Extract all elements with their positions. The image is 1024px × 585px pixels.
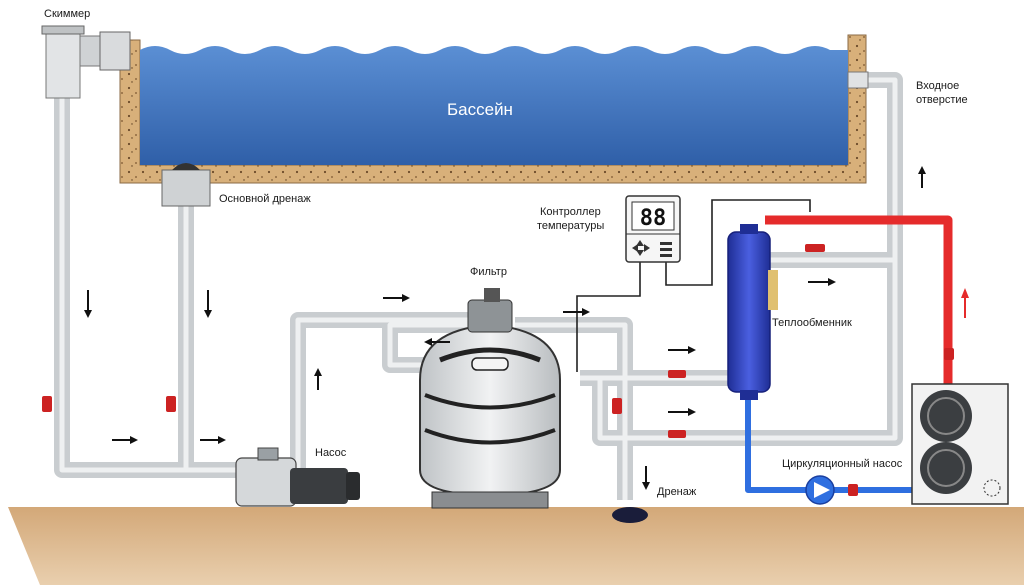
valves xyxy=(42,244,954,496)
cold-pipe xyxy=(745,395,920,493)
inlet-fitting xyxy=(847,71,869,89)
pool-water xyxy=(140,46,848,165)
inlet-label-line2: отверстие xyxy=(916,94,968,106)
main-drain xyxy=(161,163,211,207)
pump xyxy=(235,447,360,507)
pump-label: Насос xyxy=(315,447,347,459)
main-drain-label: Основной дренаж xyxy=(219,193,311,205)
ground xyxy=(8,507,1024,585)
drain-label: Дренаж xyxy=(657,486,697,498)
heat-pump-unit xyxy=(911,383,1009,505)
skimmer xyxy=(41,25,131,99)
drain-hole xyxy=(612,507,648,523)
inlet-label-line1: Входное xyxy=(916,80,960,92)
heat-exchanger-label: Теплообменник xyxy=(772,317,852,329)
pipe-highlights xyxy=(59,77,898,500)
circulation-pump xyxy=(805,475,835,505)
hot-flow-arrow xyxy=(961,288,969,318)
hot-pipe xyxy=(765,215,953,395)
controller-label-line1: Контроллер xyxy=(540,206,601,218)
pool-label: Бассейн xyxy=(447,100,513,119)
filter-label: Фильтр xyxy=(470,266,507,278)
controller-wiring xyxy=(576,199,811,372)
circulation-pump-label: Циркуляционный насос xyxy=(782,458,903,470)
heat-exchanger xyxy=(727,224,778,400)
filter xyxy=(419,288,561,509)
controller-label-line2: температуры xyxy=(537,220,605,232)
flow-arrows xyxy=(84,166,926,490)
temperature-controller xyxy=(625,195,681,263)
skimmer-label: Скиммер xyxy=(44,8,91,20)
controller-display: 88 xyxy=(640,206,667,231)
